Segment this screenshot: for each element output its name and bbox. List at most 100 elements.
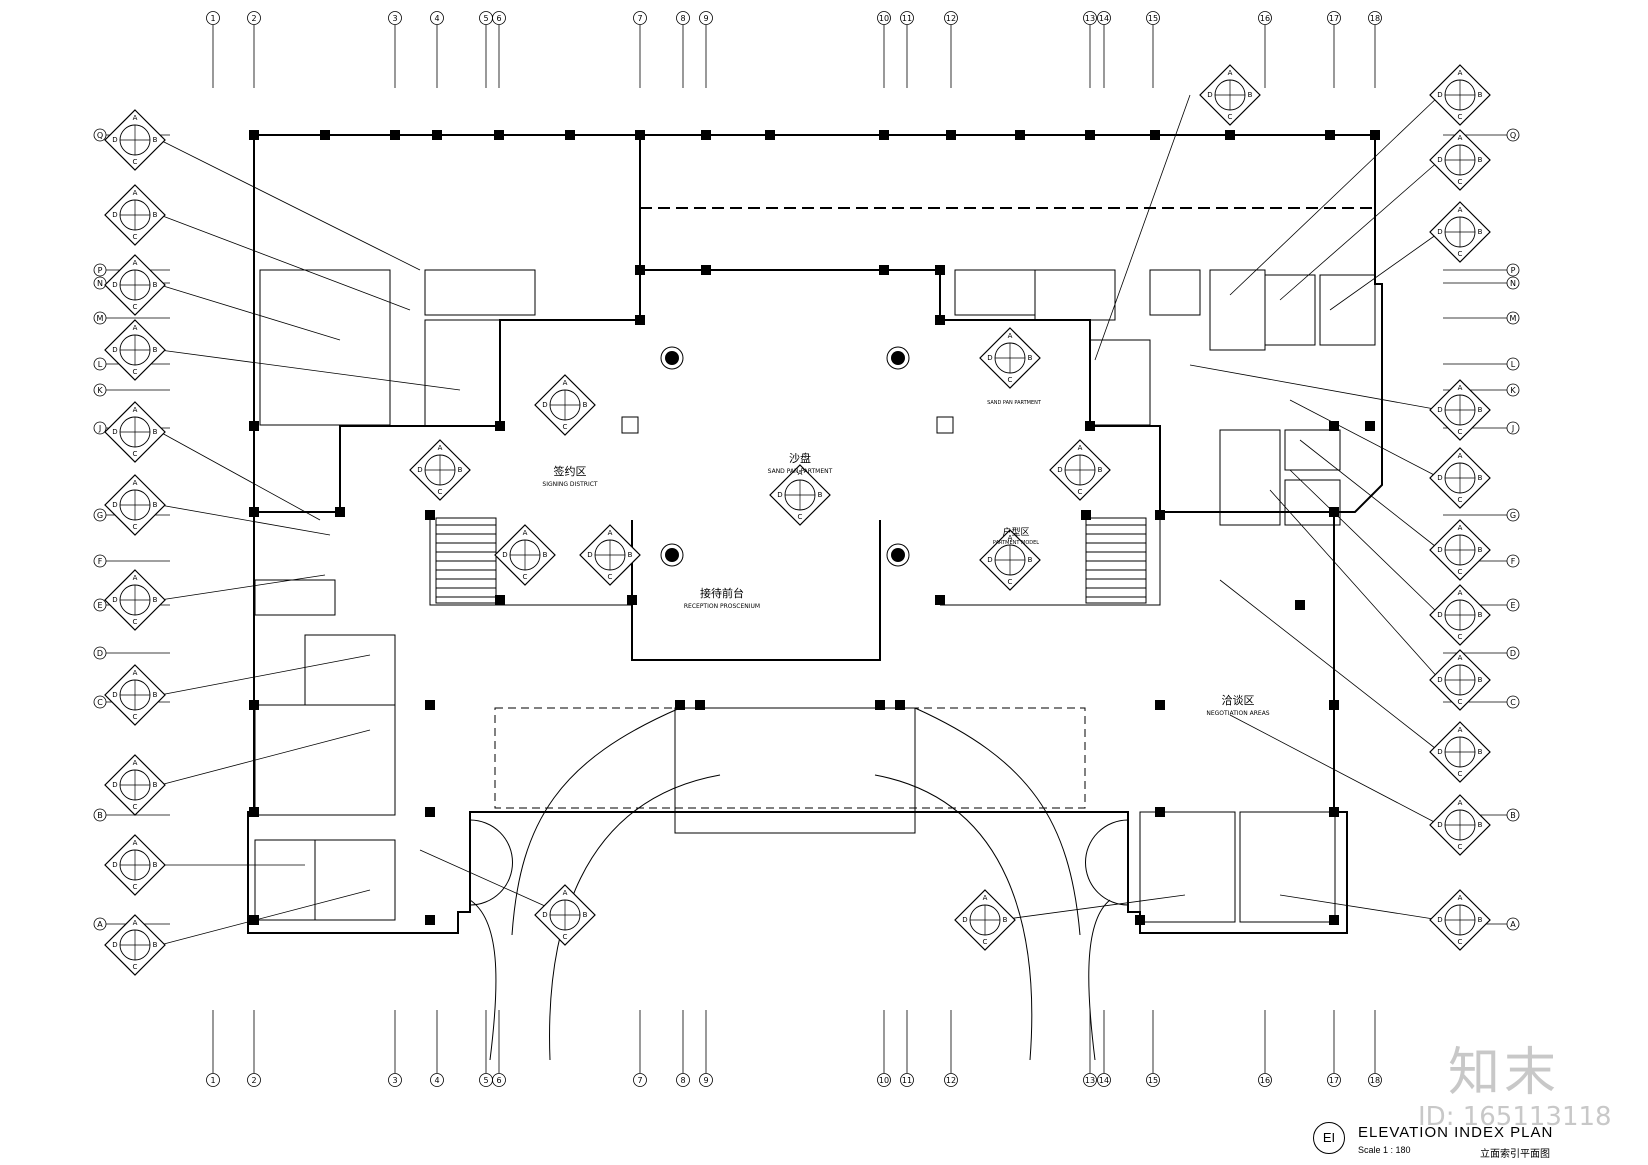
leader-line	[1279, 894, 1441, 921]
drive-curve	[874, 774, 1033, 1061]
index-letter: B	[1003, 916, 1008, 924]
index-letter: C	[1458, 938, 1463, 946]
grid-column-label: 1	[210, 14, 215, 23]
leader-line	[159, 284, 341, 341]
index-letter: D	[1437, 546, 1442, 554]
column	[935, 595, 945, 605]
index-letter: D	[1437, 676, 1442, 684]
column	[675, 700, 685, 710]
grid-row-marker-G: G	[1443, 508, 1520, 522]
index-letter: D	[112, 941, 117, 949]
index-letter: A	[608, 529, 613, 537]
grid-column-marker-14: 14	[1097, 1010, 1111, 1087]
index-letter: A	[1458, 69, 1463, 77]
index-letter: D	[542, 401, 547, 409]
index-letter: A	[133, 324, 138, 332]
index-letter: C	[133, 523, 138, 531]
leader-line	[1269, 489, 1441, 681]
grid-column-label: 10	[879, 14, 889, 23]
grid-column-marker-16: 16	[1258, 1010, 1272, 1087]
column	[249, 700, 259, 710]
index-letter: C	[133, 450, 138, 458]
room-right-11	[1139, 811, 1236, 923]
grid-column-label: 3	[392, 1076, 397, 1085]
column	[1155, 510, 1165, 520]
index-letter: C	[563, 933, 568, 941]
column	[495, 595, 505, 605]
room-right-4	[1149, 269, 1201, 316]
grid-column-marker-2: 2	[247, 11, 261, 88]
grid-column-marker-9: 9	[699, 1010, 713, 1087]
index-letter: A	[1458, 524, 1463, 532]
index-letter: A	[133, 919, 138, 927]
index-letter: C	[1078, 488, 1083, 496]
leader-line	[159, 349, 461, 391]
negotiation-label: 洽谈区	[1222, 694, 1255, 707]
leader-line	[1279, 159, 1441, 301]
grid-column-marker-11: 11	[900, 11, 914, 88]
index-letter: C	[1458, 178, 1463, 186]
index-letter: A	[1008, 534, 1013, 542]
grid-column-marker-15: 15	[1146, 11, 1160, 88]
index-letter: D	[112, 281, 117, 289]
grid-row-label: P	[1511, 266, 1516, 275]
grid-row-label: B	[97, 811, 103, 820]
drive-curve	[1088, 899, 1111, 1061]
index-letter: A	[133, 839, 138, 847]
grid-column-marker-17: 17	[1327, 1010, 1341, 1087]
index-letter: C	[1458, 698, 1463, 706]
grid-row-marker-Q: Q	[1443, 128, 1520, 142]
index-letter: B	[583, 401, 588, 409]
index-letter: D	[112, 781, 117, 789]
column	[1365, 421, 1375, 431]
bay-curve	[1085, 819, 1129, 906]
index-letter: C	[133, 618, 138, 626]
grid-column-label: 6	[496, 14, 501, 23]
index-letter: A	[1458, 894, 1463, 902]
index-letter: D	[962, 916, 967, 924]
column	[495, 421, 505, 431]
partment-model-label-en: PARTMENT MODEL	[993, 540, 1039, 546]
grid-column-marker-1: 1	[206, 1010, 220, 1087]
index-letter: C	[133, 233, 138, 241]
index-letter: D	[1437, 748, 1442, 756]
leader-line	[1289, 399, 1441, 479]
drive-curve	[469, 899, 497, 1061]
leader-line	[1229, 714, 1441, 826]
grid-column-label: 7	[637, 14, 642, 23]
sand-pan-label-en: SAND PAN PARTMENT	[768, 468, 833, 475]
room-left-1	[259, 269, 391, 426]
grid-column-marker-10: 10	[877, 11, 891, 88]
grid-row-label: M	[97, 314, 104, 323]
square-column	[621, 416, 639, 434]
index-letter: A	[1228, 69, 1233, 77]
column	[1325, 130, 1335, 140]
index-letter: B	[1478, 474, 1483, 482]
index-letter: C	[133, 303, 138, 311]
index-letter: D	[1437, 474, 1442, 482]
index-letter: B	[1478, 821, 1483, 829]
entry-canopy	[674, 707, 916, 834]
index-letter: A	[133, 189, 138, 197]
room-right-6	[1264, 274, 1316, 346]
index-letter: B	[1478, 156, 1483, 164]
index-letter: B	[153, 136, 158, 144]
stair-wall-right	[940, 515, 1161, 606]
column	[425, 915, 435, 925]
grid-row-label: A	[1510, 920, 1516, 929]
column	[1015, 130, 1025, 140]
index-letter: B	[628, 551, 633, 559]
column	[249, 421, 259, 431]
grid-row-label: Q	[1510, 131, 1516, 140]
index-letter: D	[587, 551, 592, 559]
grid-column-label: 14	[1099, 14, 1109, 23]
